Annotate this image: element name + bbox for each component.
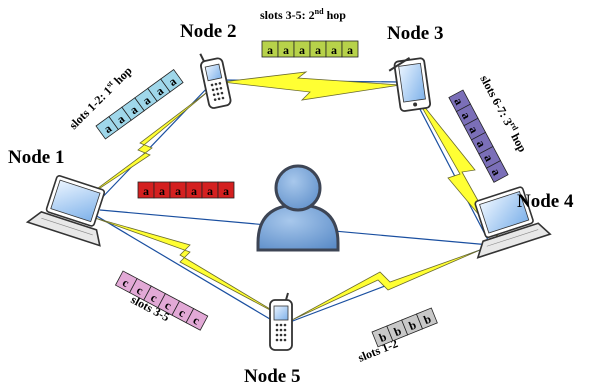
packet-slot: a (277, 40, 295, 58)
packet-slot-letter: b (422, 312, 434, 328)
node-2-label: Node 2 (180, 21, 236, 42)
node-5-label: Node 5 (244, 366, 300, 387)
packet-slot: a (463, 117, 487, 141)
node-3-label: Node 3 (387, 23, 443, 44)
packet-slot: a (325, 40, 343, 58)
packet-slot-letter: a (466, 124, 481, 136)
packet-slot: a (137, 181, 155, 199)
node-2-phone (199, 53, 232, 109)
packet-slot: a (201, 181, 219, 199)
packet-slot: a (147, 78, 171, 102)
packet-slot: a (160, 69, 184, 93)
packet-slot-letter: a (331, 43, 337, 57)
packet-slot-letter: a (347, 43, 353, 57)
packet-slot-letter: a (191, 184, 197, 198)
node-4-laptop (474, 186, 552, 259)
packet-slot-letter: c (120, 275, 132, 290)
packet-slot-letter: a (175, 184, 181, 198)
link-n1-n5 (94, 214, 281, 326)
packet-slot: a (153, 181, 171, 199)
node-3-tablet (388, 56, 432, 112)
packet-slot: a (293, 40, 311, 58)
packet-slot-letter: a (283, 43, 289, 57)
packet-slot-letter: b (407, 318, 419, 334)
packet-slot-letter: a (267, 43, 273, 57)
packet-slot-letter: c (134, 283, 146, 298)
packet-slot-letter: a (315, 43, 321, 57)
packet-slot-letter: a (159, 184, 165, 198)
packet-slot: a (169, 181, 187, 199)
packet-slot-letter: a (299, 43, 305, 57)
packet-slot: a (217, 181, 235, 199)
packet-slot: b (415, 307, 438, 330)
packet-slot: a (485, 160, 509, 183)
bolt-n1-n5 (94, 217, 286, 319)
node-1-label: Node 1 (8, 147, 64, 168)
packet-slot: a (261, 40, 279, 58)
user-icon (256, 164, 340, 252)
packet-slot-letter: a (143, 184, 149, 198)
packet-slot-letter: a (481, 152, 496, 164)
packet-slot-letter: a (489, 166, 504, 178)
packet-slot: a (185, 181, 203, 199)
packet-slot-letter: c (163, 298, 175, 313)
packet-slot-letter: a (207, 184, 213, 198)
packet-slot-letter: a (223, 184, 229, 198)
packet-slot-letter: a (459, 109, 474, 121)
link-n3-n4 (409, 89, 489, 241)
bolt-n5-n4 (291, 249, 481, 321)
packet-slot-letter: b (377, 329, 389, 345)
packet-slot-letter: c (148, 290, 160, 305)
packet-slot-letter: b (392, 323, 404, 339)
packet-slot-letter: a (451, 95, 466, 107)
node-1-laptop (25, 175, 106, 247)
packet-slot: a (341, 40, 359, 58)
packet-slot-letter: a (474, 138, 489, 150)
node-4-label: Node 4 (517, 191, 574, 212)
packet-slot-letter: c (191, 313, 203, 328)
node-5-phone (269, 292, 293, 351)
packet-slot-letter: c (177, 305, 189, 320)
slot-label-hop2: slots 3-5: 2nd hop (260, 7, 346, 22)
packet-slot: a (309, 40, 327, 58)
bolt-n2-n3 (221, 71, 401, 101)
packet-slot: c (185, 308, 209, 331)
